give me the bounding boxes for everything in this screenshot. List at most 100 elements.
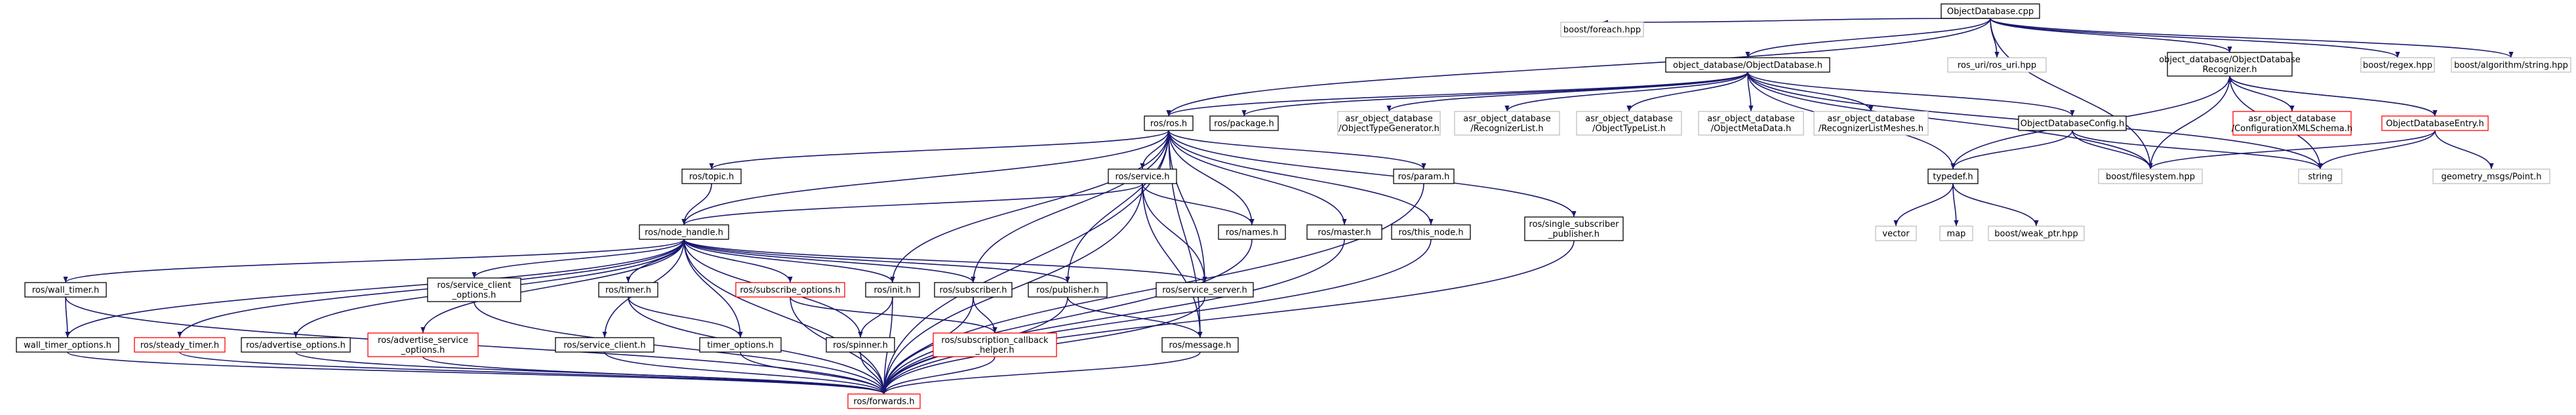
edge-ros-to-init [890,130,1169,283]
graph-node-init[interactable]: ros/init.h [865,282,920,298]
edge-root-to-od-rec [1990,18,2232,53]
graph-node-algo[interactable]: boost/algorithm/string.hpp [2451,57,2571,73]
edge-od-rec-to-filesystem [2148,75,2230,170]
edge-single-sub-to-forwards [881,240,1575,395]
graph-node-odentry[interactable]: ObjectDatabaseEntry.h [2381,115,2489,131]
node-label: ros/steady_timer.h [140,341,219,351]
node-label: /ObjectTypeList.h [1592,124,1666,134]
edge-node-handle-to-sub-opts [683,239,793,283]
graph-node-ros-uri[interactable]: ros_uri/ros_uri.hpp [1947,57,2047,73]
node-box [2167,52,2293,77]
node-label: ros/names.h [1226,228,1278,238]
edge-od-h-to-reclist [1504,71,1748,112]
node-box [2018,115,2127,131]
node-label: asr_object_database [2248,114,2335,124]
graph-node-single-sub[interactable]: ros/single_subscriber_publisher.h [1524,216,1624,241]
node-label: /RecognizerListMeshes.h [1819,124,1923,134]
graph-node-regex[interactable]: boost/regex.hpp [2360,57,2435,73]
edge-odconfig-to-typedef [1950,130,2073,170]
graph-node-master[interactable]: ros/master.h [1306,224,1382,240]
graph-node-svc-client-opts[interactable]: ros/service_client_options.h [427,277,521,302]
graph-node-forwards[interactable]: ros/forwards.h [847,393,921,409]
graph-node-topic[interactable]: ros/topic.h [681,168,742,184]
graph-node-timer-opts[interactable]: timer_options.h [699,337,782,353]
node-label: boost/algorithm/string.hpp [2454,61,2568,71]
graph-node-adv-svc-opts[interactable]: ros/advertise_service_options.h [367,332,479,357]
graph-node-typedef[interactable]: typedef.h [1927,168,1979,184]
graph-node-package[interactable]: ros/package.h [1209,115,1279,131]
graph-node-steady-timer[interactable]: ros/steady_timer.h [134,337,226,353]
edge-publisher-to-message [1067,296,1203,338]
graph-node-vector[interactable]: vector [1875,226,1917,241]
graph-node-svc-client[interactable]: ros/service_client.h [555,337,654,353]
edge-ros-to-param [1168,130,1426,170]
node-label: /ObjectTypeGenerator.h [1338,124,1439,134]
edge-topic-to-node-handle [681,183,712,226]
edge-od-h-to-metadata [1747,71,1754,112]
edge-svc-client-to-forwards [604,351,887,395]
edge-odentry-to-filesystem [2148,130,2436,170]
node-box [847,393,921,409]
graph-node-names[interactable]: ros/names.h [1218,224,1286,240]
edge-node-handle-to-init [683,239,895,283]
graph-node-ros[interactable]: ros/ros.h [1144,115,1194,131]
graph-node-root[interactable]: ObjectDatabase.cpp [1941,3,2040,19]
graph-node-string[interactable]: string [2298,168,2343,184]
graph-node-spinner[interactable]: ros/spinner.h [826,337,895,353]
node-box [1028,282,1108,298]
node-box [933,332,1057,357]
node-box [2432,168,2550,184]
edge-root-to-regex [1990,18,2400,58]
graph-node-reclistmesh[interactable]: asr_object_database/RecognizerListMeshes… [1813,111,1929,136]
graph-node-typelist[interactable]: asr_object_database/ObjectTypeList.h [1576,111,1682,136]
node-label: ros/spinner.h [833,341,888,351]
graph-node-point[interactable]: geometry_msgs/Point.h [2432,168,2550,184]
edge-odentry-to-point [2434,130,2494,170]
node-box [1813,111,1929,136]
edge-ros-to-names [1168,130,1255,226]
graph-node-adv-opts[interactable]: ros/advertise_options.h [241,337,351,353]
graph-node-metadata[interactable]: asr_object_database/ObjectMetaData.h [1698,111,1804,136]
edge-service-to-node-handle [681,183,1143,226]
graph-node-message[interactable]: ros/message.h [1161,337,1239,353]
node-box [2381,115,2489,131]
edge-wall-timer-opts-to-forwards [67,351,887,395]
graph-node-foreach[interactable]: boost/foreach.hpp [1560,22,1644,37]
edge-service-to-svc-server [1142,183,1207,283]
graph-node-svc-server[interactable]: ros/service_server.h [1156,282,1254,298]
graph-node-wall-timer[interactable]: ros/wall_timer.h [24,282,107,298]
edge-node-handle-to-timer-opts [683,239,743,338]
graph-node-param[interactable]: ros/param.h [1393,168,1455,184]
graph-node-reclist[interactable]: asr_object_database/RecognizerList.h [1454,111,1560,136]
node-label: asr_object_database [1707,114,1794,124]
graph-node-confxml[interactable]: asr_object_database/ConfigurationXMLSche… [2232,111,2353,136]
node-label: /RecognizerList.h [1470,124,1543,134]
edge-ros-to-master [1168,130,1347,226]
graph-node-subscriber[interactable]: ros/subscriber.h [934,282,1013,298]
graph-node-service[interactable]: ros/service.h [1108,168,1177,184]
graph-node-publisher[interactable]: ros/publisher.h [1028,282,1108,298]
graph-node-wall-timer-opts[interactable]: wall_timer_options.h [16,337,119,353]
graph-node-typegen[interactable]: asr_object_database/ObjectTypeGenerator.… [1337,111,1441,136]
graph-node-od-rec[interactable]: object_database/ObjectDatabaseRecognizer… [2159,52,2301,77]
graph-node-odconfig[interactable]: ObjectDatabaseConfig.h [2018,115,2127,131]
graph-node-this-node[interactable]: ros/this_node.h [1391,224,1471,240]
node-label: boost/filesystem.hpp [2106,172,2195,182]
edge-typedef-to-vector [1893,183,1954,227]
edge-service-to-names [1142,183,1255,226]
graph-node-timer[interactable]: ros/timer.h [598,282,658,298]
node-label: object_database/ObjectDatabase.h [1673,61,1822,71]
edge-timer-to-timer-opts [628,296,743,338]
graph-node-weakptr[interactable]: boost/weak_ptr.hpp [1988,226,2085,241]
graph-node-od-h[interactable]: object_database/ObjectDatabase.h [1665,57,1830,73]
graph-node-map[interactable]: map [1939,226,1973,241]
node-label: ros/advertise_options.h [246,341,346,351]
graph-node-sub-opts[interactable]: ros/subscribe_options.h [735,282,845,298]
edge-typedef-to-map [1952,183,1959,227]
graph-node-node-handle[interactable]: ros/node_handle.h [639,224,729,240]
edge-message-to-forwards [881,351,1201,395]
node-label: ros/subscription_callback [941,336,1049,346]
graph-node-sub-cb-helper[interactable]: ros/subscription_callback_helper.h [933,332,1057,357]
edge-sub-cb-helper-to-forwards [881,356,996,395]
graph-node-filesystem[interactable]: boost/filesystem.hpp [2098,168,2203,184]
